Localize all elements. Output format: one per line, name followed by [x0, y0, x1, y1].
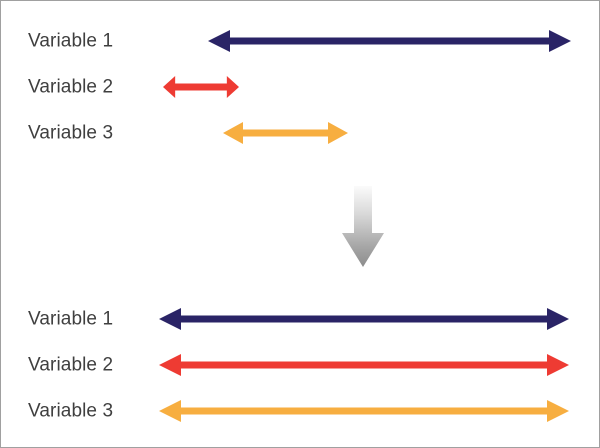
bottom-variable-arrow-2 — [159, 354, 569, 376]
top-variable-arrow-1 — [208, 30, 571, 52]
bottom-variable-arrow-1 — [159, 308, 569, 330]
bottom-panel-arrows — [159, 308, 569, 422]
bottom-row-label-variable-2: Variable 2 — [28, 354, 114, 376]
transition-arrow — [342, 186, 384, 267]
top-row-label-variable-3: Variable 3 — [28, 122, 114, 144]
bottom-row-label-variable-3: Variable 3 — [28, 400, 114, 422]
down-arrow-icon — [342, 186, 384, 267]
top-panel-arrows — [163, 30, 571, 144]
top-variable-arrow-2 — [163, 76, 239, 98]
top-row-label-variable-2: Variable 2 — [28, 76, 114, 98]
bottom-row-label-variable-1: Variable 1 — [28, 308, 114, 330]
top-variable-arrow-3 — [223, 122, 348, 144]
bottom-variable-arrow-3 — [159, 400, 569, 422]
top-row-label-variable-1: Variable 1 — [28, 30, 114, 52]
